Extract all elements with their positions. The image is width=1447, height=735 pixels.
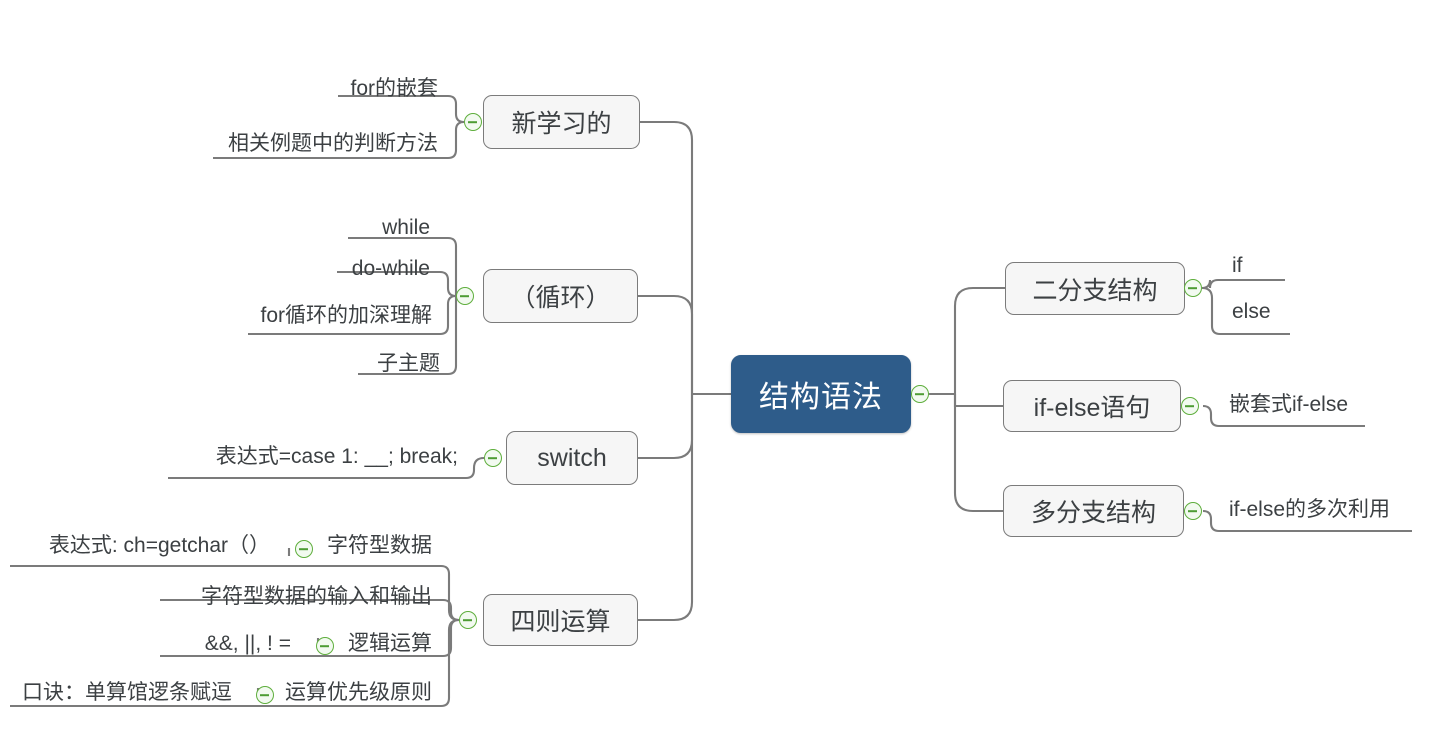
leaf-do-while[interactable]: do-while [190, 258, 430, 279]
leaf-char-io[interactable]: 字符型数据的输入和输出 [186, 586, 432, 607]
leaf-label: 嵌套式if-else [1229, 393, 1349, 416]
leaf-char-data[interactable]: 字符型数据 [186, 535, 432, 556]
leaf-for-deep-understanding[interactable]: for循环的加深理解 [130, 305, 432, 326]
collapse-toggle-logic-operation[interactable] [316, 637, 334, 655]
leaf-while[interactable]: while [208, 217, 430, 238]
leaf-label: 口诀：单算馆逻条赋逗 [22, 681, 232, 704]
leaf-if-else-multiple-use[interactable]: if-else的多次利用 [1229, 499, 1447, 520]
collapse-toggle-arithmetic[interactable] [459, 611, 477, 629]
collapse-toggle-operator-precedence[interactable] [256, 686, 274, 704]
root-node-label: 结构语法 [759, 381, 883, 414]
collapse-toggle-loop[interactable] [456, 287, 474, 305]
leaf-label: if [1232, 254, 1243, 277]
branch-node-two-branch[interactable]: 二分支结构 [1005, 262, 1185, 315]
leaf-label: 相关例题中的判断方法 [228, 132, 438, 155]
collapse-toggle-if-else-statement[interactable] [1181, 397, 1199, 415]
leaf-label: for循环的加深理解 [260, 304, 432, 327]
branch-node-multi-branch[interactable]: 多分支结构 [1003, 485, 1184, 537]
leaf-else[interactable]: else [1232, 301, 1352, 322]
leaf-label: 表达式: ch=getchar（） [48, 534, 270, 557]
leaf-switch-expression[interactable]: 表达式=case 1: __; break; [120, 446, 458, 467]
leaf-getchar-expression[interactable]: 表达式: ch=getchar（） [20, 535, 270, 556]
collapse-toggle-switch[interactable] [484, 449, 502, 467]
leaf-operator-precedence[interactable]: 运算优先级原则 [186, 682, 432, 703]
leaf-label: 逻辑运算 [348, 632, 432, 655]
branch-node-loop[interactable]: （循环） [483, 269, 638, 323]
branch-label: 二分支结构 [1032, 276, 1158, 305]
leaf-logic-operation[interactable]: 逻辑运算 [186, 633, 432, 654]
leaf-nested-if-else[interactable]: 嵌套式if-else [1229, 394, 1447, 415]
branch-node-if-else-statement[interactable]: if-else语句 [1003, 380, 1181, 432]
branch-label: switch [537, 443, 607, 472]
leaf-precedence-mnemonic[interactable]: 口诀：单算馆逻条赋逗 [16, 682, 232, 703]
leaf-label: do-while [351, 257, 430, 280]
branch-label: 多分支结构 [1030, 499, 1156, 527]
leaf-label: for的嵌套 [350, 77, 438, 100]
branch-label: （循环） [510, 284, 611, 312]
branch-node-switch[interactable]: switch [506, 431, 638, 485]
leaf-example-judgement[interactable]: 相关例题中的判断方法 [143, 133, 438, 154]
branch-label: 新学习的 [511, 110, 612, 138]
leaf-if[interactable]: if [1232, 255, 1352, 276]
leaf-label: 字符型数据 [327, 534, 432, 557]
branch-node-new-learning[interactable]: 新学习的 [483, 95, 640, 149]
leaf-label: if-else的多次利用 [1229, 498, 1391, 521]
leaf-label: while [382, 216, 430, 239]
branch-label: 四则运算 [510, 608, 611, 636]
collapse-toggle-root-right[interactable] [911, 385, 929, 403]
leaf-label: &&, ||, ! = [204, 632, 291, 655]
leaf-label: 表达式=case 1: __; break; [215, 445, 458, 468]
branch-node-arithmetic[interactable]: 四则运算 [483, 594, 638, 646]
leaf-label: 运算优先级原则 [285, 681, 432, 704]
leaf-label: else [1232, 300, 1271, 323]
collapse-toggle-two-branch[interactable] [1184, 279, 1202, 297]
leaf-logic-operators[interactable]: &&, ||, ! = [60, 633, 291, 654]
collapse-toggle-multi-branch[interactable] [1184, 502, 1202, 520]
leaf-label: 子主题 [377, 352, 440, 375]
collapse-toggle-new-learning[interactable] [464, 113, 482, 131]
leaf-for-nesting[interactable]: for的嵌套 [198, 78, 438, 99]
collapse-toggle-char-data[interactable] [295, 540, 313, 558]
root-node[interactable]: 结构语法 [731, 355, 911, 433]
branch-label: if-else语句 [1033, 394, 1151, 422]
leaf-label: 字符型数据的输入和输出 [201, 585, 432, 608]
leaf-subtopic[interactable]: 子主题 [208, 353, 440, 374]
